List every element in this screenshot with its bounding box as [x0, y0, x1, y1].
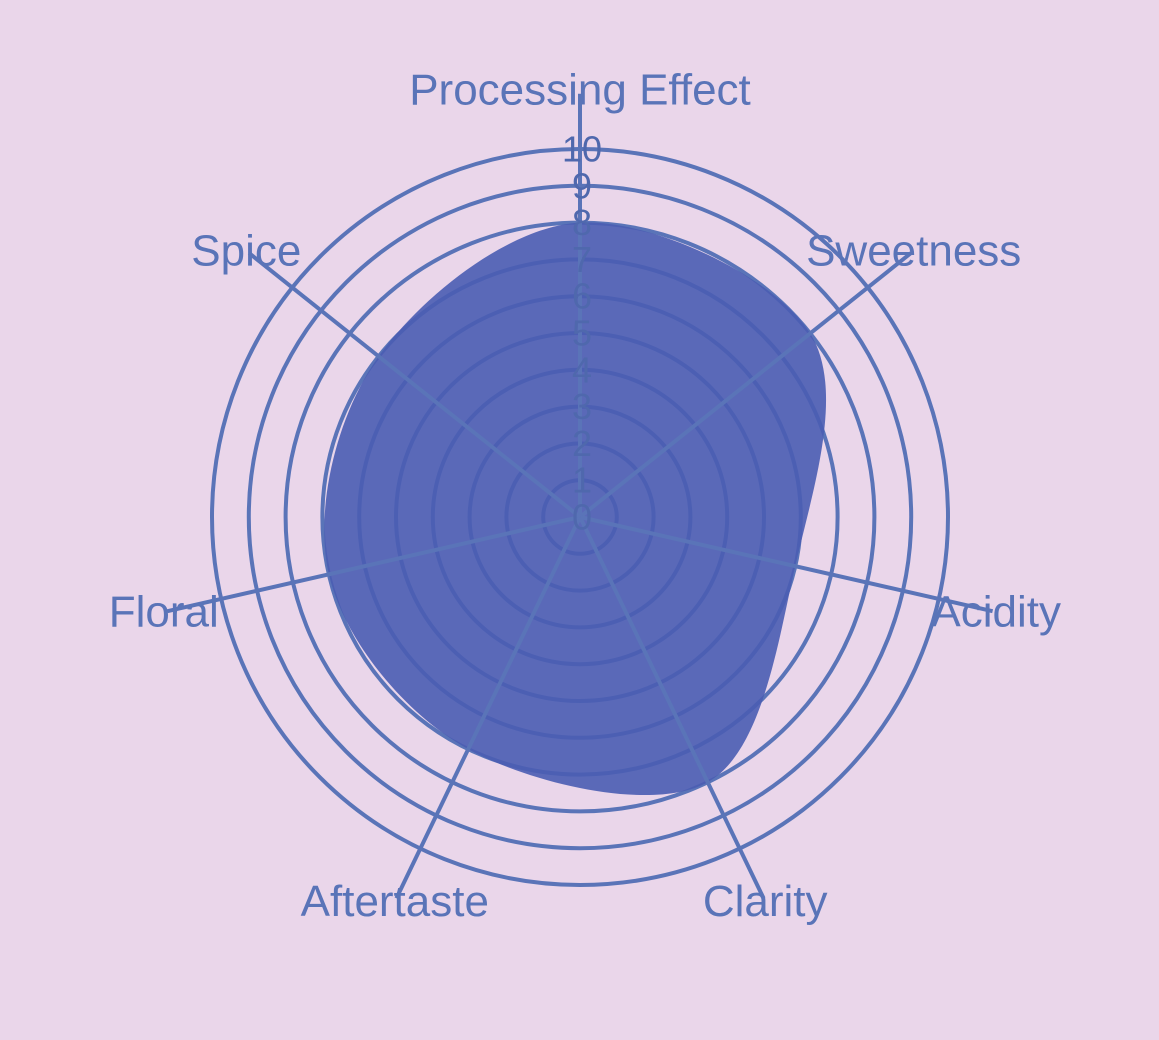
radial-tick-label: 7 [572, 239, 592, 280]
spoke-acidity [579, 515, 994, 614]
spoke-floral [166, 515, 581, 614]
radial-tick-label: 3 [572, 386, 592, 427]
radial-tick-label: 2 [572, 423, 592, 464]
radial-tick-label: 0 [572, 497, 592, 538]
radial-tick-label: 6 [572, 276, 592, 317]
axis-label-processing-effect: Processing Effect [409, 66, 751, 115]
data-area [324, 222, 827, 796]
spoke-aftertaste [394, 516, 582, 900]
radial-tick-label: 1 [572, 460, 592, 501]
axis-label-floral: Floral [109, 588, 219, 637]
data-area-layer [324, 222, 827, 796]
spoke-sweetness [578, 251, 913, 519]
radial-tick-label: 5 [572, 313, 592, 354]
axis-label-acidity: Acidity [931, 588, 1061, 637]
radial-tick-label: 10 [562, 129, 602, 170]
radial-tick-label: 4 [572, 349, 592, 390]
radial-tick-label: 8 [572, 202, 592, 243]
spoke-layer [166, 93, 994, 900]
axis-label-spice: Spice [191, 226, 301, 275]
axis-label-layer: Processing EffectSweetnessAcidityClarity… [109, 66, 1061, 926]
spoke-spice [247, 251, 582, 519]
axis-label-clarity: Clarity [703, 877, 828, 926]
axis-label-aftertaste: Aftertaste [301, 877, 489, 926]
radial-tick-label: 9 [572, 165, 592, 206]
axis-label-sweetness: Sweetness [806, 226, 1021, 275]
spoke-clarity [578, 516, 766, 900]
